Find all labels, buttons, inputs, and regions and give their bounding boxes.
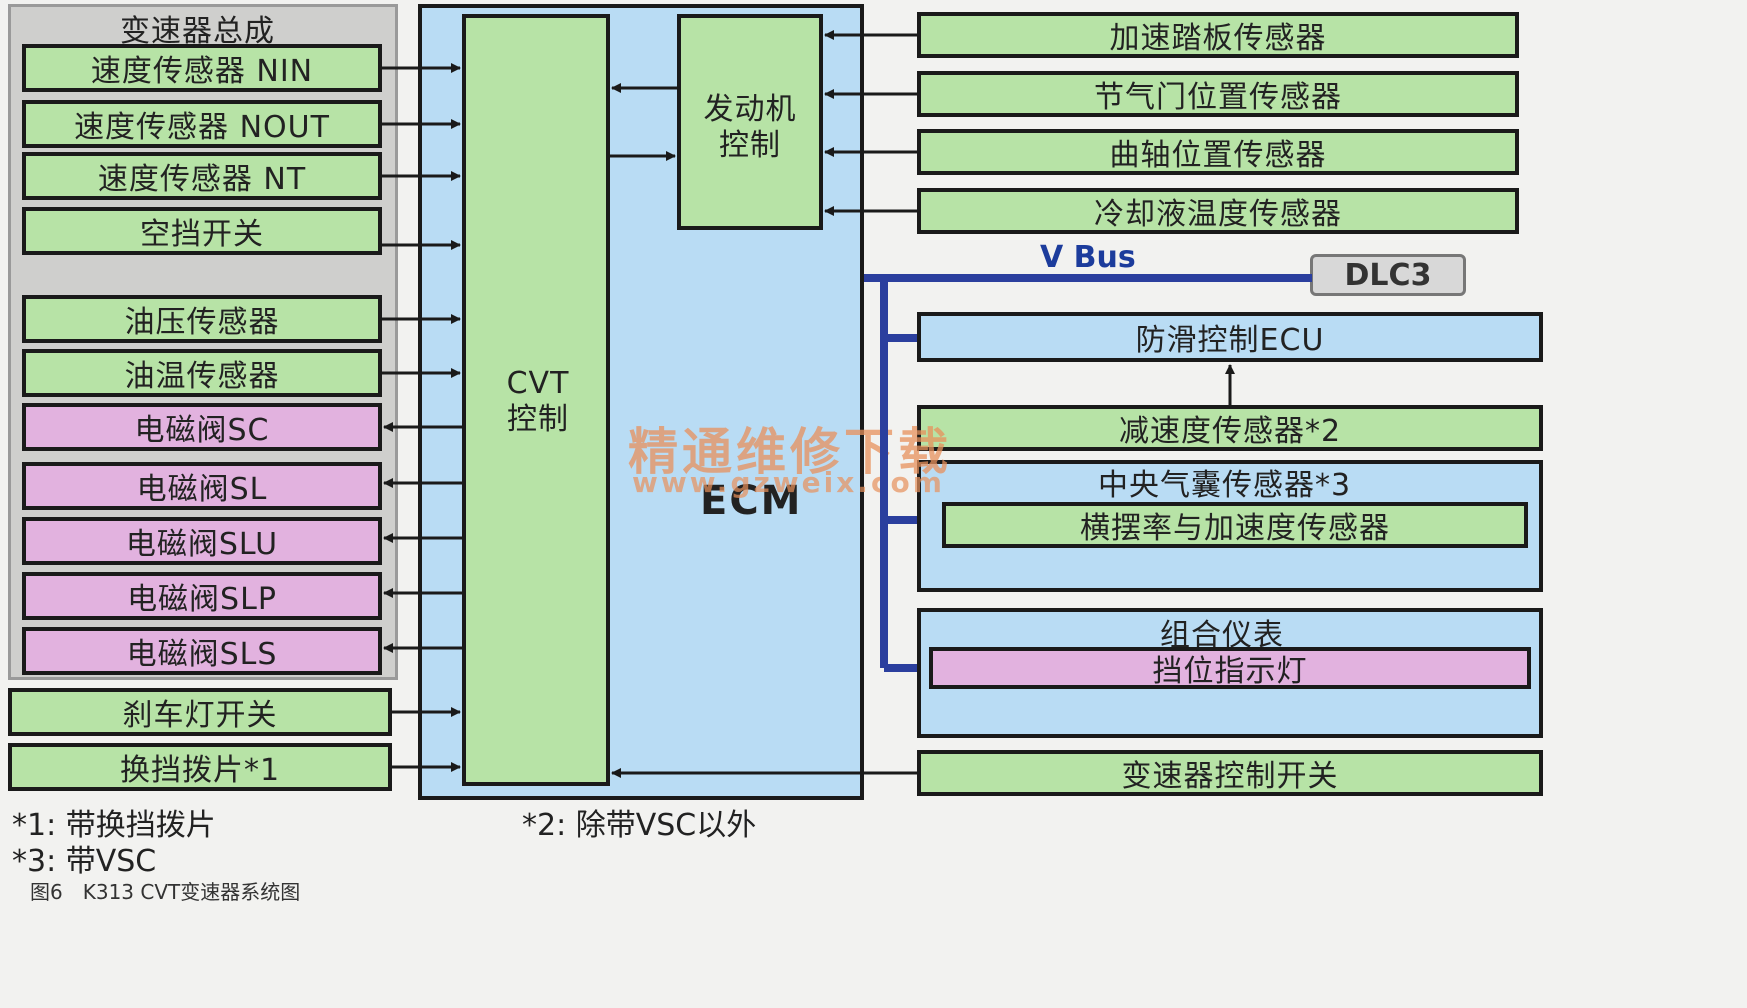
deceleration-sensor: 减速度传感器*2 — [917, 405, 1543, 451]
yaw-accel-sensor: 横摆率与加速度传感器 — [942, 502, 1528, 548]
note-2: *2: 除带VSC以外 — [522, 808, 757, 843]
dlc3-connector: DLC3 — [1310, 254, 1466, 296]
watermark-url: www.gzweix.com — [632, 466, 945, 499]
coolant-temp-sensor: 冷却液温度传感器 — [917, 188, 1519, 234]
solenoid-sls: 电磁阀SLS — [22, 627, 382, 675]
shift-indicator-light: 挡位指示灯 — [929, 647, 1531, 689]
ecm-label: ECM — [700, 478, 803, 524]
oil-temp-sensor: 油温传感器 — [22, 349, 382, 397]
throttle-position-sensor: 节气门位置传感器 — [917, 71, 1519, 117]
accelerator-pedal-sensor: 加速踏板传感器 — [917, 12, 1519, 58]
figure-caption: 图6 K313 CVT变速器系统图 — [30, 880, 301, 904]
paddle-shift: 换挡拨片*1 — [8, 743, 392, 791]
oil-pressure-sensor: 油压传感器 — [22, 295, 382, 343]
note-3: *3: 带VSC — [12, 844, 157, 879]
engine-control-label: 发动机控制 — [703, 92, 797, 163]
solenoid-sl: 电磁阀SL — [22, 462, 382, 510]
watermark-text: 精通维修下载 — [628, 422, 952, 481]
cvt-control-box — [462, 14, 610, 786]
airbag-sensor-label: 中央气囊传感器*3 — [1098, 468, 1352, 503]
neutral-switch: 空挡开关 — [22, 207, 382, 255]
solenoid-slu: 电磁阀SLU — [22, 517, 382, 565]
solenoid-sc: 电磁阀SC — [22, 403, 382, 451]
transmission-assembly-title: 变速器总成 — [120, 14, 275, 49]
brake-light-switch: 刹车灯开关 — [8, 688, 392, 736]
speed-sensor-nout: 速度传感器 NOUT — [22, 100, 382, 148]
solenoid-slp: 电磁阀SLP — [22, 572, 382, 620]
speed-sensor-nt: 速度传感器 NT — [22, 152, 382, 200]
transmission-control-switch: 变速器控制开关 — [917, 750, 1543, 796]
note-1: *1: 带换挡拨片 — [12, 808, 216, 843]
crankshaft-position-sensor: 曲轴位置传感器 — [917, 129, 1519, 175]
speed-sensor-nin: 速度传感器 NIN — [22, 44, 382, 92]
vbus-label: V Bus — [1040, 240, 1136, 275]
abs-control-ecu: 防滑控制ECU — [917, 312, 1543, 362]
engine-control-box — [677, 14, 823, 230]
